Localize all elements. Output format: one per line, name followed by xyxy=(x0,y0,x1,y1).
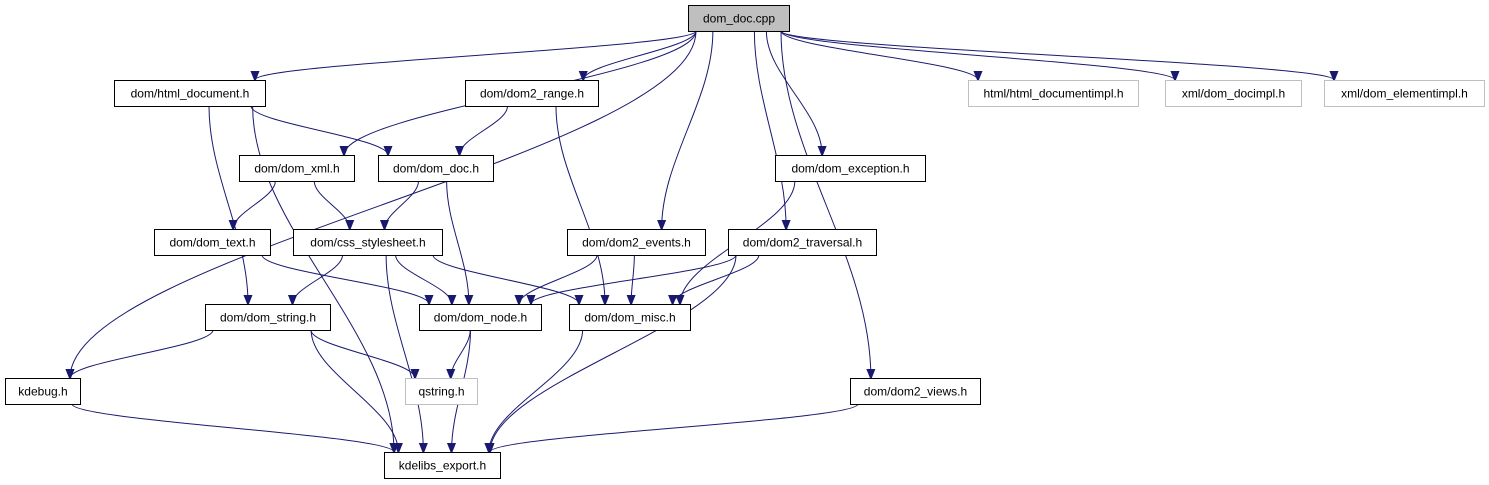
edge-dom2-traversal-h-to-dom-node-h xyxy=(531,254,737,304)
node-label: qstring.h xyxy=(418,385,464,399)
node-dom2-range-h[interactable]: dom/dom2_range.h xyxy=(465,80,599,107)
node-dom-exception-h[interactable]: dom/dom_exception.h xyxy=(775,155,926,182)
node-box[interactable] xyxy=(378,155,494,182)
node-box[interactable] xyxy=(205,304,331,331)
node-box[interactable] xyxy=(567,229,706,256)
node-label: dom/css_stylesheet.h xyxy=(310,236,425,250)
edge-css-stylesheet-h-to-kdelibs-export-h xyxy=(385,254,423,452)
node-label: dom/html_document.h xyxy=(131,87,250,101)
node-box[interactable] xyxy=(728,229,877,256)
node-box xyxy=(1165,80,1302,107)
node-label: xml/dom_elementimpl.h xyxy=(1341,87,1468,101)
node-label: kdelibs_export.h xyxy=(399,459,486,473)
edge-dom-misc-h-to-kdelibs-export-h xyxy=(489,329,584,452)
edge-dom-doc-h-to-dom-node-h xyxy=(446,180,469,304)
node-label: dom/dom2_events.h xyxy=(582,236,691,250)
node-kdelibs-export-h[interactable]: kdelibs_export.h xyxy=(384,452,501,479)
node-box[interactable] xyxy=(419,304,542,331)
node-box[interactable] xyxy=(154,229,271,256)
node-label: dom/dom_node.h xyxy=(434,311,527,325)
node-label: dom/dom_string.h xyxy=(220,311,316,325)
node-html-document-h[interactable]: dom/html_document.h xyxy=(114,80,266,107)
node-dom-node-h[interactable]: dom/dom_node.h xyxy=(419,304,542,331)
node-label: dom/dom_misc.h xyxy=(584,311,675,325)
edge-dom2-range-h-to-dom-doc-h xyxy=(460,105,508,155)
edge-dom-string-h-to-kdelibs-export-h xyxy=(310,329,398,452)
edge-dom2-views-h-to-kdelibs-export-h xyxy=(490,403,859,452)
node-dom-xml-h[interactable]: dom/dom_xml.h xyxy=(239,155,355,182)
edge-dom-xml-h-to-dom-text-h xyxy=(233,180,276,229)
node-label: kdebug.h xyxy=(18,385,67,399)
edge-dom-string-h-to-qstring-h xyxy=(310,329,415,378)
node-box[interactable] xyxy=(293,229,443,256)
node-box[interactable] xyxy=(569,304,691,331)
node-box[interactable] xyxy=(114,80,266,107)
edge-dom-doc-cpp-to-dom-elementimpl-h xyxy=(780,30,1334,80)
node-kdebug-h[interactable]: kdebug.h xyxy=(5,378,81,405)
node-dom-doc-cpp[interactable]: dom_doc.cpp xyxy=(688,5,790,32)
edge-dom-doc-cpp-to-dom-exception-h xyxy=(765,30,822,155)
edge-dom-doc-cpp-to-kdebug-h xyxy=(70,30,697,378)
node-css-stylesheet-h[interactable]: dom/css_stylesheet.h xyxy=(293,229,443,256)
edge-dom-doc-cpp-to-dom-docimpl-h xyxy=(780,30,1175,80)
node-box[interactable] xyxy=(239,155,355,182)
node-box xyxy=(1324,80,1485,107)
node-dom-string-h[interactable]: dom/dom_string.h xyxy=(205,304,331,331)
node-label: dom/dom2_views.h xyxy=(864,385,967,399)
node-label: dom/dom_exception.h xyxy=(791,162,909,176)
edge-dom-string-h-to-kdebug-h xyxy=(70,329,214,378)
edge-dom-doc-cpp-to-html-document-h xyxy=(255,30,697,80)
node-label: html/html_documentimpl.h xyxy=(983,87,1123,101)
edge-dom-node-h-to-qstring-h xyxy=(451,329,471,378)
node-box[interactable] xyxy=(850,378,981,405)
node-dom-doc-h[interactable]: dom/dom_doc.h xyxy=(378,155,494,182)
edge-dom-doc-cpp-to-dom2-views-h xyxy=(780,30,871,378)
node-box xyxy=(405,378,478,405)
node-label: dom/dom2_range.h xyxy=(480,87,584,101)
node-html-documentimpl-h: html/html_documentimpl.h xyxy=(968,80,1139,107)
node-label: dom/dom_xml.h xyxy=(254,162,339,176)
node-qstring-h: qstring.h xyxy=(405,378,478,405)
node-dom2-events-h[interactable]: dom/dom2_events.h xyxy=(567,229,706,256)
node-box[interactable] xyxy=(384,452,501,479)
node-box[interactable] xyxy=(775,155,926,182)
node-label: dom/dom_doc.h xyxy=(393,162,479,176)
edge-css-stylesheet-h-to-dom-misc-h xyxy=(432,254,579,304)
edge-dom2-range-h-to-dom-misc-h xyxy=(555,105,605,304)
node-dom-docimpl-h: xml/dom_docimpl.h xyxy=(1165,80,1302,107)
edge-dom2-traversal-h-to-kdelibs-export-h xyxy=(490,254,737,452)
edge-dom-doc-cpp-to-dom2-range-h xyxy=(583,30,697,80)
node-label: dom/dom_text.h xyxy=(169,236,255,250)
edge-kdebug-h-to-kdelibs-export-h xyxy=(71,403,394,452)
edges-layer xyxy=(70,30,1334,452)
node-label: xml/dom_docimpl.h xyxy=(1182,87,1285,101)
node-label: dom/dom2_traversal.h xyxy=(743,236,862,250)
node-label: dom_doc.cpp xyxy=(703,12,775,26)
node-box[interactable] xyxy=(465,80,599,107)
edge-dom-text-h-to-dom-node-h xyxy=(261,254,429,304)
edge-css-stylesheet-h-to-dom-node-h xyxy=(395,254,452,304)
node-dom-text-h[interactable]: dom/dom_text.h xyxy=(154,229,271,256)
node-dom-misc-h[interactable]: dom/dom_misc.h xyxy=(569,304,691,331)
edge-dom2-events-h-to-dom-node-h xyxy=(519,254,598,304)
edge-css-stylesheet-h-to-dom-string-h xyxy=(293,254,343,304)
node-box xyxy=(968,80,1139,107)
edge-dom-doc-h-to-css-stylesheet-h xyxy=(385,180,419,229)
edge-dom2-traversal-h-to-dom-misc-h xyxy=(673,254,760,304)
edge-html-document-h-to-kdelibs-export-h xyxy=(252,105,394,452)
edge-dom-doc-cpp-to-dom2-traversal-h xyxy=(753,30,786,229)
nodes-layer: dom_doc.cpp dom/html_document.h dom/dom2_r… xyxy=(5,5,1485,479)
edge-dom-doc-cpp-to-dom2-events-h xyxy=(662,30,714,229)
node-box[interactable] xyxy=(5,378,81,405)
node-box[interactable] xyxy=(688,5,790,32)
edge-dom-xml-h-to-css-stylesheet-h xyxy=(313,180,350,229)
node-dom2-traversal-h[interactable]: dom/dom2_traversal.h xyxy=(728,229,877,256)
edge-html-document-h-to-dom-string-h xyxy=(208,105,248,304)
edge-html-document-h-to-dom-doc-h xyxy=(250,105,388,155)
node-dom-elementimpl-h: xml/dom_elementimpl.h xyxy=(1324,80,1485,107)
node-dom2-views-h[interactable]: dom/dom2_views.h xyxy=(850,378,981,405)
edge-dom-doc-cpp-to-html-documentimpl-h xyxy=(780,30,978,80)
